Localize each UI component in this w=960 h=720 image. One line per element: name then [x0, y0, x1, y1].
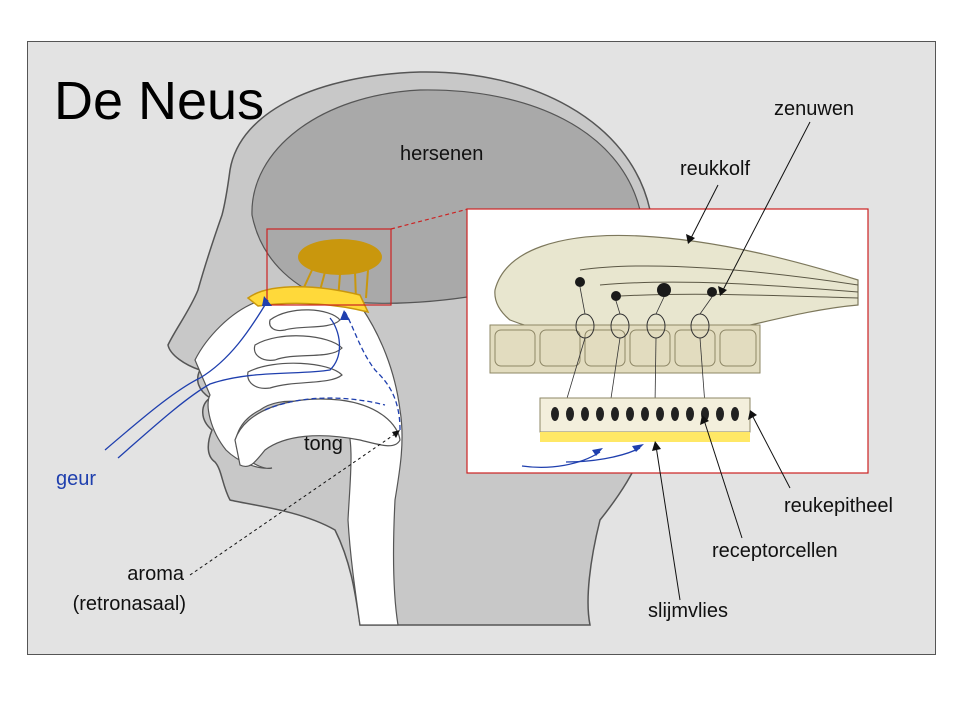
- mucus-layer: [540, 432, 750, 442]
- label-aroma: aroma: [127, 563, 184, 585]
- arrow-head: [632, 444, 644, 452]
- zoom-source-box: [266, 228, 392, 306]
- label-olfactory-bulb: reukkolf: [680, 158, 751, 180]
- pointer-heads: [652, 234, 757, 451]
- label-olfactory-epithelium: reukepitheel: [784, 495, 893, 517]
- bone-cells: [494, 329, 757, 367]
- arrow-head: [592, 448, 603, 456]
- retronasal-airflow: [264, 311, 401, 431]
- mitral-cells: [575, 277, 717, 301]
- axons: [564, 286, 713, 406]
- label-nerves: zenuwen: [774, 98, 855, 120]
- turbinates: [247, 309, 343, 389]
- arrow-head: [392, 430, 400, 438]
- diagram-title: De Neus: [54, 71, 265, 131]
- olfactory-bulb-small: [298, 239, 382, 275]
- arrow-head: [262, 296, 272, 306]
- zoom-connector: [390, 208, 469, 230]
- orthonasal-airflow: [104, 299, 341, 459]
- receptor-cell-bodies: [551, 407, 739, 421]
- label-pointers: [655, 121, 811, 601]
- label-mucus: slijmvlies: [648, 600, 728, 622]
- label-tongue: tong: [304, 433, 343, 455]
- label-smell: geur: [56, 468, 97, 490]
- inset-airflow: [521, 447, 641, 468]
- olfactory-epithelium-small: [246, 286, 370, 314]
- label-receptor-cells: receptorcellen: [712, 540, 838, 562]
- label-retronasal: (retronasaal): [72, 593, 186, 615]
- label-brain: hersenen: [400, 143, 484, 165]
- aroma-pointer: [189, 431, 399, 576]
- arrow-head: [340, 310, 350, 320]
